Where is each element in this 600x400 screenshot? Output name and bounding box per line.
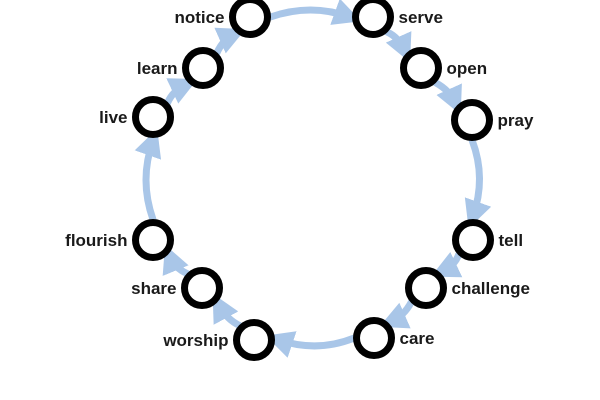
- connector-arrow-flourish-to-live: [134, 128, 162, 223]
- cycle-node-share: share: [131, 267, 223, 309]
- arrows-layer: [134, 0, 492, 358]
- node-label-flourish: flourish: [65, 231, 127, 250]
- node-ring-learn: [182, 47, 224, 89]
- node-ring-notice: [229, 0, 271, 38]
- node-label-worship: worship: [162, 331, 228, 350]
- cycle-node-worship: worship: [162, 319, 275, 361]
- cycle-node-tell: tell: [452, 219, 524, 261]
- connector-arrow-share-to-flourish: [162, 244, 191, 278]
- connector-arrow-open-to-pray: [431, 79, 462, 115]
- node-label-share: share: [131, 279, 176, 298]
- connector-arrow-care-to-worship: [265, 331, 357, 358]
- node-ring-challenge: [405, 267, 447, 309]
- node-label-challenge: challenge: [452, 279, 530, 298]
- node-label-care: care: [400, 329, 435, 348]
- node-ring-tell: [452, 219, 494, 261]
- node-label-notice: notice: [174, 8, 224, 27]
- cycle-node-flourish: flourish: [65, 219, 174, 261]
- connector-arrow-learn-to-notice: [213, 27, 246, 57]
- connector-arrow-live-to-learn: [164, 78, 198, 107]
- node-ring-care: [353, 317, 395, 359]
- connector-arrow-serve-to-open: [383, 28, 412, 63]
- node-ring-share: [181, 267, 223, 309]
- cycle-node-care: care: [353, 317, 435, 359]
- node-label-tell: tell: [499, 231, 524, 250]
- connector-arrow-pray-to-tell: [464, 137, 492, 229]
- node-label-serve: serve: [399, 8, 443, 27]
- cycle-node-challenge: challenge: [405, 267, 530, 309]
- node-ring-live: [132, 96, 174, 138]
- cycle-node-pray: pray: [451, 99, 534, 141]
- node-ring-worship: [233, 319, 275, 361]
- node-ring-open: [400, 47, 442, 89]
- nodes-layer: notice serve open pray tell challenge care wors…: [65, 0, 534, 361]
- cycle-node-serve: serve: [352, 0, 443, 38]
- connector-arrow-notice-to-serve: [267, 0, 362, 25]
- node-label-pray: pray: [498, 111, 534, 130]
- node-ring-serve: [352, 0, 394, 38]
- node-label-learn: learn: [137, 59, 178, 78]
- cycle-node-live: live: [99, 96, 174, 138]
- node-label-open: open: [447, 59, 488, 78]
- connector-arrow-challenge-to-care: [379, 298, 415, 329]
- node-label-live: live: [99, 108, 127, 127]
- node-ring-flourish: [132, 219, 174, 261]
- cycle-node-notice: notice: [174, 0, 271, 38]
- connector-arrow-tell-to-challenge: [431, 251, 463, 278]
- cycle-node-open: open: [400, 47, 488, 89]
- cycle-node-learn: learn: [137, 47, 224, 89]
- connector-arrow-worship-to-share: [212, 293, 243, 329]
- node-ring-pray: [451, 99, 493, 141]
